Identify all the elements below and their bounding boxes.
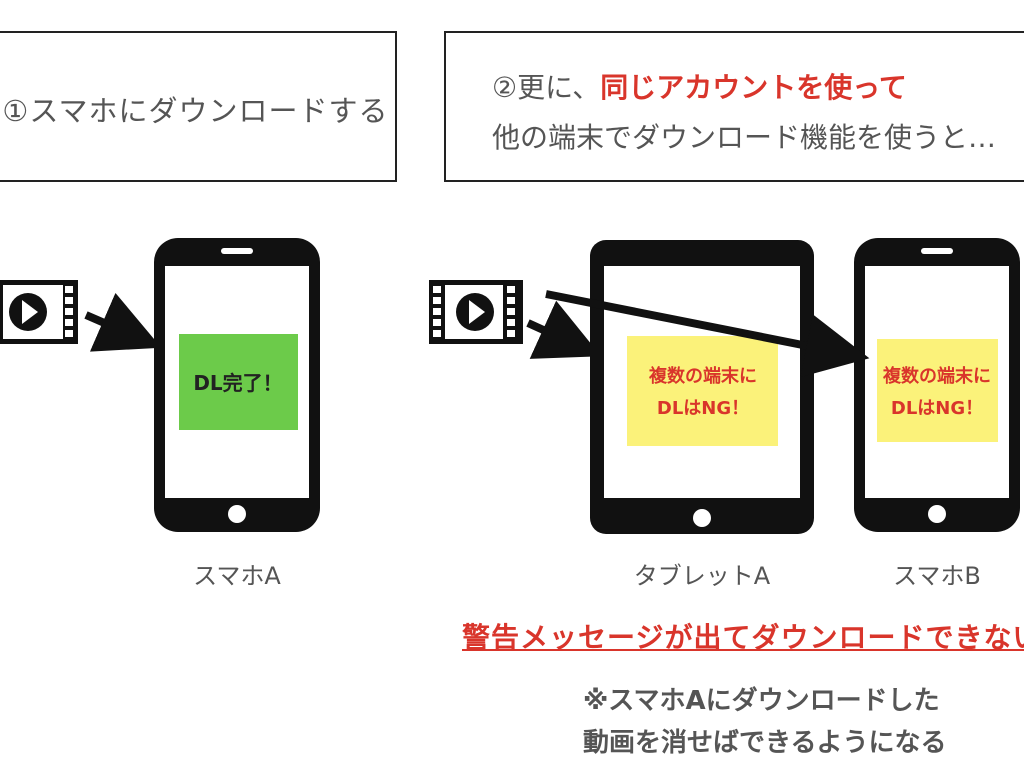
phone-a-screen-panel [179, 334, 298, 430]
phone-a-label: スマホA [193, 562, 281, 590]
arrow-icon [84, 292, 162, 352]
warning-message: 警告メッセージが出てダウンロードできない [462, 621, 1024, 654]
phone-b-label: スマホB [893, 562, 981, 590]
video-film-icon [429, 280, 523, 344]
phone-b-device: 複数の端末に DLはNG！ [854, 238, 1020, 532]
phone-a-screen-text: DL完了！ [193, 371, 282, 395]
phone-b-screen-line2: DLはNG！ [891, 398, 983, 419]
step1-box: ①スマホにダウンロードする [0, 31, 397, 182]
step2-box: ②更に、同じアカウントを使って 他の端末でダウンロード機能を使うと… [444, 31, 1024, 182]
phone-b-screen-panel [877, 339, 998, 442]
arrow-icon [526, 300, 602, 359]
step1-text: ①スマホにダウンロードする [2, 94, 389, 128]
step2-prefix: ②更に、 [492, 71, 601, 104]
phone-a-device: DL完了！ [154, 238, 320, 532]
arrow-icon [545, 290, 870, 378]
step2-line2: 他の端末でダウンロード機能を使うと… [492, 121, 997, 154]
tablet-a-screen-panel [627, 336, 778, 446]
tablet-a-screen-line2: DLはNG！ [657, 398, 749, 419]
step2-emphasis: 同じアカウントを使って [600, 71, 907, 104]
video-film-icon [0, 280, 78, 344]
note-line2: 動画を消せばできるようになる [583, 728, 947, 758]
tablet-a-screen-line1: 複数の端末に [648, 365, 757, 387]
phone-b-screen-line1: 複数の端末に [882, 365, 991, 387]
tablet-a-label: タブレットA [633, 562, 771, 590]
step2-line1: ②更に、同じアカウントを使って [492, 66, 907, 106]
tablet-a-device: 複数の端末に DLはNG！ [590, 240, 814, 534]
note-line1: ※スマホAにダウンロードした [583, 686, 940, 716]
